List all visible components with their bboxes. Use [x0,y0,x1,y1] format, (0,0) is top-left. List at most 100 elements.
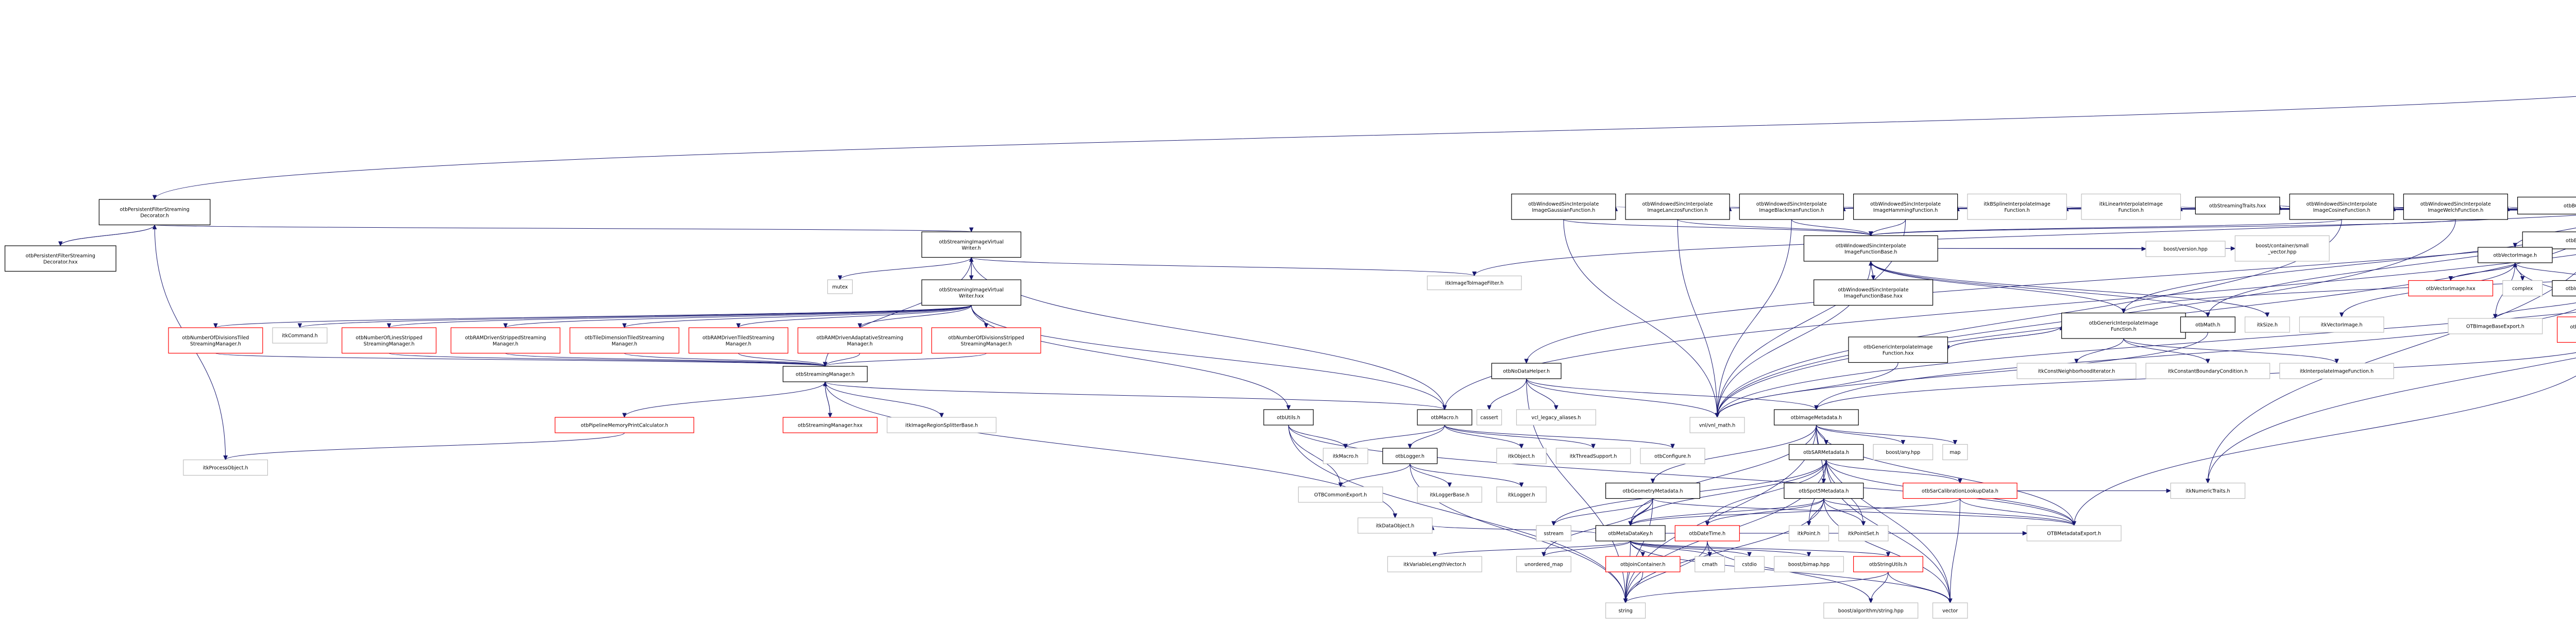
graph-node[interactable]: otbDateTime.h [1674,525,1740,542]
graph-node[interactable]: itkConstNeighborhoodIterator.h [2016,363,2137,379]
graph-node[interactable]: otbWindowedSincInterpolateImageHammingFu… [1853,193,1958,220]
graph-node[interactable]: boost/bimap.hpp [1774,556,1844,572]
node-box[interactable] [1595,525,1666,542]
graph-node[interactable]: otbWindowedSincInterpolateImageFunctionB… [1803,235,1938,262]
graph-node[interactable]: otbStreamingManager.hxx [783,417,878,433]
node-box[interactable] [1967,193,2067,220]
node-box[interactable] [2522,231,2576,249]
graph-node[interactable]: otbWindowedSincInterpolateImageGaussianF… [1511,193,1616,220]
node-box[interactable] [2408,280,2494,297]
node-box[interactable] [98,199,211,226]
graph-node[interactable]: boost/algorithm/string.hpp [1823,602,1919,619]
graph-node[interactable]: itkImageToImageFilter.h [1427,275,1522,291]
node-box[interactable] [1536,525,1571,542]
graph-node[interactable]: otbSarCalibrationLookupData.h [1903,482,2018,499]
graph-node[interactable]: otbPersistentFilterStreamingDecorator.hx… [5,245,116,272]
node-box[interactable] [1516,556,1571,572]
node-box[interactable] [2145,363,2270,379]
node-box[interactable] [931,327,1041,354]
graph-node[interactable]: cstdio [1734,556,1765,572]
graph-node[interactable]: unordered_map [1516,556,1571,572]
node-box[interactable] [1823,602,1919,619]
graph-node[interactable]: otbGeometryMetadata.h [1605,482,1701,499]
node-box[interactable] [2180,316,2235,333]
graph-node[interactable]: otbWindowedSincInterpolateImageLanczosFu… [1625,193,1730,220]
node-box[interactable] [1555,448,1631,464]
node-box[interactable] [1903,482,2018,499]
node-box[interactable] [2016,363,2137,379]
graph-node[interactable]: otbPipelineMemoryPrintCalculator.h [554,417,694,433]
node-box[interactable] [569,327,680,354]
graph-node[interactable]: boost/version.hpp [2145,241,2226,257]
graph-node[interactable]: otbSARMetadata.h [1788,444,1864,461]
node-box[interactable] [2195,196,2280,215]
node-box[interactable] [1417,486,1482,503]
graph-node[interactable]: itkObject.h [1496,448,1547,464]
node-box[interactable] [1674,525,1740,542]
graph-node[interactable]: otbStringUtils.h [1853,556,1923,572]
node-box[interactable] [1774,409,1859,426]
node-box[interactable] [1788,525,1829,542]
node-box[interactable] [450,327,561,354]
node-box[interactable] [1516,409,1597,426]
graph-node[interactable]: boost/container/small_vector.hpp [2234,235,2330,262]
graph-node[interactable]: otbMacro.h [1417,409,1472,426]
node-box[interactable] [1605,556,1681,572]
node-box[interactable] [2502,280,2543,297]
graph-node[interactable]: cassert [1476,409,1502,426]
graph-node[interactable]: itkVectorImage.h [2299,316,2384,333]
node-box[interactable] [2517,196,2576,215]
graph-node[interactable]: vcl_legacy_aliases.h [1516,409,1597,426]
node-box[interactable] [2552,280,2576,297]
node-box[interactable] [1689,417,1745,433]
graph-node[interactable]: cmath [1694,556,1725,572]
graph-node[interactable]: complex [2502,280,2543,297]
node-box[interactable] [1625,193,1730,220]
node-box[interactable] [1932,602,1968,619]
graph-node[interactable]: otbNoDataHelper.h [1491,363,1562,379]
graph-node[interactable]: otbImageMetadata.h [1774,409,1859,426]
graph-node[interactable]: itkLoggerBase.h [1417,486,1482,503]
node-box[interactable] [2234,235,2330,262]
graph-node[interactable]: itkConstantBoundaryCondition.h [2145,363,2270,379]
graph-node[interactable]: itkPointSet.h [1838,525,1889,542]
graph-node[interactable]: vector [1932,602,1968,619]
node-box[interactable] [2279,363,2394,379]
node-box[interactable] [1476,409,1502,426]
node-box[interactable] [1942,444,1968,461]
node-box[interactable] [2170,482,2246,499]
node-box[interactable] [1358,517,1433,534]
graph-node[interactable]: otbNumberOfDivisionsTiledStreamingManage… [168,327,263,354]
node-box[interactable] [1511,193,1616,220]
graph-node[interactable]: itkThreadSupport.h [1555,448,1631,464]
graph-node[interactable]: vnl/vnl_math.h [1689,417,1745,433]
graph-node[interactable]: itkNumericTraits.h [2170,482,2246,499]
graph-node[interactable]: OTBMetadataExport.h [2026,525,2122,542]
graph-node[interactable]: itkDataObject.h [1358,517,1433,534]
node-box[interactable] [272,327,328,344]
node-box[interactable] [1605,602,1646,619]
node-box[interactable] [783,366,868,382]
node-box[interactable] [1417,409,1472,426]
node-box[interactable] [688,327,789,354]
node-box[interactable] [798,327,922,354]
graph-node[interactable]: mutex [827,279,853,294]
graph-node[interactable]: otbSpot5Metadata.h [1784,482,1864,499]
graph-node[interactable]: itkProcessObject.h [183,459,268,476]
node-box[interactable] [1427,275,1522,291]
node-box[interactable] [1694,556,1725,572]
graph-node[interactable]: otbLogger.h [1382,448,1438,464]
node-box[interactable] [1382,448,1438,464]
node-box[interactable] [2145,241,2226,257]
graph-node[interactable]: otbWindowedSincInterpolateImageWelchFunc… [2403,193,2508,220]
graph-node[interactable]: otbUtils.h [1263,409,1314,426]
node-box[interactable] [1491,363,1562,379]
node-box[interactable] [1387,556,1482,572]
